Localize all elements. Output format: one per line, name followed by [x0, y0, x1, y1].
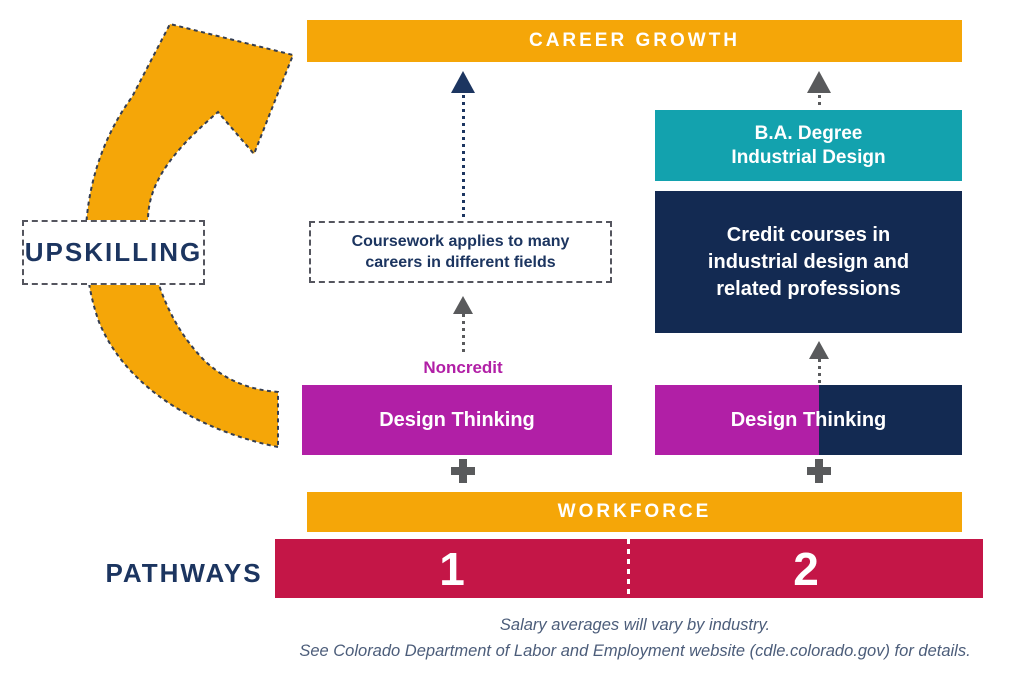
design-thinking-navy-half: [819, 385, 962, 455]
plus-icon: [807, 459, 831, 483]
noncredit-label: Noncredit: [423, 358, 503, 377]
pathways-label: PATHWAYS: [105, 558, 263, 588]
pathway-2-number: 2: [793, 542, 819, 595]
up-arrow-navy-icon: [451, 71, 475, 93]
pathways-divider: [627, 539, 630, 598]
workforce-bar: WORKFORCE: [307, 492, 962, 532]
pathway-1-segment: 1: [275, 539, 629, 598]
dotted-stem-navy: [462, 95, 465, 221]
plus-icon: [451, 459, 475, 483]
footnote-line-2: See Colorado Department of Labor and Emp…: [299, 642, 971, 660]
dotted-stem-gray: [462, 314, 465, 352]
pathway-1-number: 1: [439, 542, 465, 595]
up-arrow-small-gray-icon: [809, 341, 829, 359]
design-thinking-purple-half: [655, 385, 819, 455]
footnote-line-1: Salary averages will vary by industry.: [499, 616, 771, 634]
upskilling-label: UPSKILLING: [24, 237, 203, 267]
footnote: Salary averages will vary by industry. S…: [240, 612, 1024, 664]
coursework-note-text: Coursework applies to many careers in di…: [351, 233, 570, 271]
design-thinking-credit-box: Design Thinking: [655, 385, 962, 455]
ba-degree-box: B.A. Degree Industrial Design: [655, 110, 962, 181]
credit-courses-box: Credit courses in industrial design and …: [655, 191, 962, 333]
dotted-stem-gray: [818, 95, 821, 109]
design-thinking-label: Design Thinking: [730, 408, 887, 431]
coursework-note-box: Coursework applies to many careers in di…: [309, 221, 612, 283]
up-arrow-gray-icon: [807, 71, 831, 93]
dotted-stem-gray: [818, 359, 821, 383]
career-growth-label: CAREER GROWTH: [528, 30, 741, 51]
pathway-2-segment: 2: [629, 539, 983, 598]
career-growth-bar: CAREER GROWTH: [307, 20, 962, 62]
up-arrow-small-gray-icon: [453, 296, 473, 314]
pathways-bar: 1 2: [275, 539, 983, 598]
workforce-label: WORKFORCE: [557, 501, 712, 522]
design-thinking-noncredit-box: Design Thinking: [302, 385, 612, 455]
upskilling-box: UPSKILLING: [22, 220, 205, 285]
